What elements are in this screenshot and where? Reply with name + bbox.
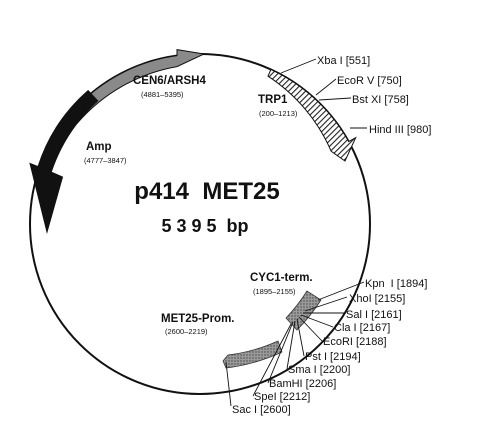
met25-prom-feature-arrow — [222, 340, 283, 369]
spe-leader — [252, 323, 292, 397]
amp-range: (4777–3847) — [84, 156, 127, 165]
cen6-arsh4-feature-arrow — [67, 49, 206, 124]
site-ecori: EcoRI [2188] — [323, 336, 387, 348]
site-sac: Sac I [2600] — [232, 404, 291, 416]
site-ecorv: EcoR V [750] — [337, 75, 402, 87]
site-cla: Cla I [2167] — [334, 322, 390, 334]
amp-label: Amp — [86, 141, 112, 153]
cyc1-term-range: (1895–2155) — [253, 287, 296, 296]
site-spe: SpeI [2212] — [254, 391, 310, 403]
site-sma: Sma I [2200] — [288, 364, 350, 376]
trp1-range: (200–1213) — [259, 109, 298, 118]
cyc1-term-label: CYC1-term. — [250, 272, 313, 284]
trp1-feature-arrow — [267, 68, 357, 162]
sma-leader — [286, 320, 296, 370]
cen6-arsh4-label: CEN6/ARSH4 — [133, 75, 206, 87]
site-sal: Sal I [2161] — [346, 309, 402, 321]
site-pst: Pst I [2194] — [305, 351, 361, 363]
site-hind: Hind III [980] — [369, 124, 431, 136]
met25-prom-label: MET25-Prom. — [161, 313, 235, 325]
bam-leader — [267, 321, 294, 384]
cyc1-term-feature — [285, 290, 322, 331]
bstxi-leader — [318, 97, 352, 101]
plasmid-name: p414 MET25 — [134, 178, 279, 205]
met25-prom-range: (2600–2219) — [165, 327, 208, 336]
pst-leader — [296, 318, 305, 357]
cla-leader — [300, 314, 334, 328]
xho-leader — [304, 296, 348, 312]
amp-feature-arrow — [29, 89, 99, 234]
plasmid-size: 5 3 9 5 bp — [161, 216, 248, 236]
ecori-leader — [298, 316, 323, 342]
site-xba: Xba I [551] — [317, 55, 370, 67]
site-xho: XhoI [2155] — [349, 293, 405, 305]
site-bstxi: Bst XI [758] — [352, 94, 409, 106]
site-kpn: Kpn I [1894] — [365, 278, 427, 290]
ecorv-leader — [315, 78, 337, 96]
trp1-label: TRP1 — [258, 94, 288, 106]
site-leader-lines — [225, 58, 367, 407]
sac-leader — [225, 361, 232, 407]
xba-leader — [280, 58, 317, 74]
kpn-leader — [317, 281, 365, 301]
site-bam: BamHI [2206] — [269, 378, 336, 390]
cen6-arsh4-range: (4881–5395) — [141, 90, 184, 99]
